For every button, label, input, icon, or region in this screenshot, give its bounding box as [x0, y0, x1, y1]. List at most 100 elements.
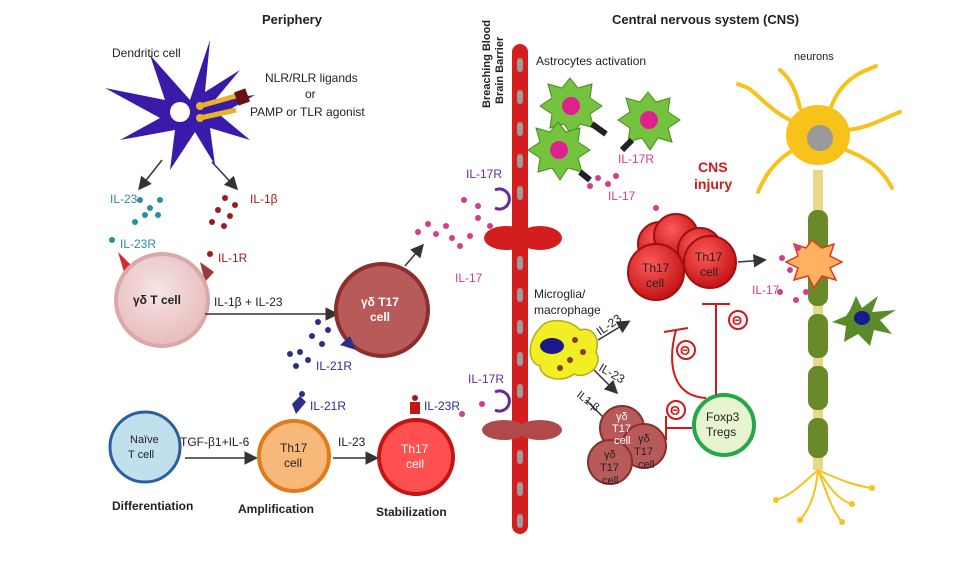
gd-t17-label-2: cell [370, 310, 390, 324]
gd-cns-a-label-2: T17 [612, 423, 631, 435]
inhibit-icon-3 [666, 400, 686, 420]
th17-amplification-cell [257, 419, 331, 493]
inhibit-symbol-3: Θ [670, 403, 680, 418]
inhibition-lines [663, 303, 730, 440]
il23-label: IL-23 [110, 192, 138, 206]
mg-to-gdt17-arrow [593, 369, 619, 395]
th17-cns-b-label-2: cell [700, 265, 718, 279]
th17-to-neuron-arrow [737, 254, 767, 268]
astrocyte-2 [617, 91, 681, 151]
blood-brain-barrier [482, 44, 562, 534]
gd-cns-c-label-2: T17 [600, 462, 619, 474]
il23-mg-down-label: IL-23 [597, 360, 628, 386]
il21-dot [299, 391, 305, 397]
ligands-line-2: or [305, 87, 316, 101]
il17r-low-receptor-icon [494, 389, 511, 413]
naive-t-cell [108, 410, 182, 484]
neurons-label: neurons [794, 51, 834, 63]
gd-cns-b-label-1: γδ [638, 433, 650, 445]
th17-cluster-cns [627, 213, 737, 301]
th17-cns-a-label-2: cell [646, 276, 664, 290]
tgf-label: TGF-β1+IL-6 [180, 435, 250, 449]
th17-cns-b-label-1: Th17 [695, 250, 723, 264]
il21r-mid-label: IL-21R [316, 359, 352, 373]
il1b-particles [207, 195, 238, 257]
th17-stab-label-1: Th17 [401, 442, 429, 456]
il21r-receptor-mid-icon [340, 336, 356, 350]
gd-t-cell [114, 252, 210, 348]
il21r-low-label: IL-21R [310, 399, 346, 413]
il1r-label: IL-1R [218, 251, 248, 265]
ligands-line-3: PAMP or TLR agonist [250, 105, 365, 119]
il17-particles-astro [587, 173, 659, 211]
il23-low-label: IL-23 [338, 435, 366, 449]
il23-dot [412, 395, 418, 401]
il17-left-label: IL-17 [455, 271, 483, 285]
astro-receptor-2-icon [619, 137, 635, 153]
gdt17-to-il17-arrow [404, 243, 424, 267]
inhibit-symbol-2: Θ [680, 343, 690, 358]
il17r-top-receptor-icon [494, 187, 511, 211]
gd-t17-cell [334, 262, 430, 358]
gd-cns-a-label-1: γδ [616, 411, 628, 423]
th17-amp-label-1: Th17 [280, 441, 308, 455]
inhibit-symbol-1: Θ [732, 313, 742, 328]
il17r-astro-label: IL-17R [618, 152, 654, 166]
il1b-mg-label: IL1-β [574, 389, 601, 414]
il23-particles [109, 197, 163, 243]
il1b-label: IL-1β [250, 192, 278, 206]
ligands-line-1: NLR/RLR ligands [265, 71, 358, 85]
il1r-receptor-icon [200, 262, 214, 282]
il17-astro-label: IL-17 [608, 189, 636, 203]
th17-amp-label-2: cell [284, 456, 302, 470]
il23r-top-label: IL-23R [120, 237, 156, 251]
cns-injury-label-2: injury [694, 176, 732, 192]
il23r-low-label: IL-23R [424, 399, 460, 413]
microglia-label-2: macrophage [534, 303, 601, 317]
naive-label-1: Naïve [130, 434, 159, 446]
gd-cns-c-label-3: cell [602, 475, 619, 487]
il1b-plus-il23-label: IL-1β + IL-23 [214, 295, 283, 309]
mg-to-th17-arrow [597, 320, 631, 341]
il17-particles-neuron [777, 245, 809, 303]
astrocyte-3 [527, 121, 591, 181]
dc-to-il1b-arrow [211, 161, 239, 191]
cns-injury-label-1: CNS [698, 159, 728, 175]
stabilization-label: Stabilization [376, 505, 447, 519]
il21-particles [287, 319, 331, 369]
il23r-receptor-low-icon [410, 402, 420, 414]
microglia-label-1: Microglia/ [534, 287, 586, 301]
bbb-label-1: Breaching Blood [481, 20, 493, 108]
gd-cns-b-label-3: cell [638, 459, 655, 471]
th17-cns-a-label-1: Th17 [642, 261, 670, 275]
gd-cns-b-label-2: T17 [634, 446, 653, 458]
amplification-label: Amplification [238, 502, 314, 516]
foxp3-tregs-cell [692, 393, 756, 457]
gd-t17-label-1: γδ T17 [361, 295, 399, 309]
inhibit-icon-2 [676, 340, 696, 360]
gd-cns-a-label-3: cell [614, 435, 631, 447]
il17-particles-low [459, 401, 485, 417]
cns-heading: Central nervous system (CNS) [612, 12, 799, 27]
dendritic-cell-label: Dendritic cell [112, 46, 181, 60]
il17-neuron-label: IL-17 [752, 283, 780, 297]
microglia-neuron [832, 296, 896, 346]
gd-t-cell-label: γδ T cell [133, 293, 181, 307]
differentiation-label: Differentiation [112, 499, 193, 513]
inhibit-icon-1 [728, 310, 748, 330]
astrocytes-label: Astrocytes activation [536, 54, 646, 68]
naive-label-2: T cell [128, 449, 154, 461]
ligand-receptor-icon [196, 88, 251, 122]
il17r-top-label: IL-17R [466, 167, 502, 181]
dc-to-il23-arrow [138, 159, 163, 191]
foxp3-label-2: Tregs [706, 425, 736, 439]
dendritic-cell [105, 40, 255, 170]
il21r-receptor-low-icon [292, 396, 306, 414]
bbb-label-2: Brain Barrier [494, 36, 506, 104]
il17-particles-left [415, 197, 493, 249]
th17-stab-label-2: cell [406, 457, 424, 471]
th17-stabilization-cell [377, 418, 455, 496]
astro-receptor-1-icon [590, 121, 608, 137]
